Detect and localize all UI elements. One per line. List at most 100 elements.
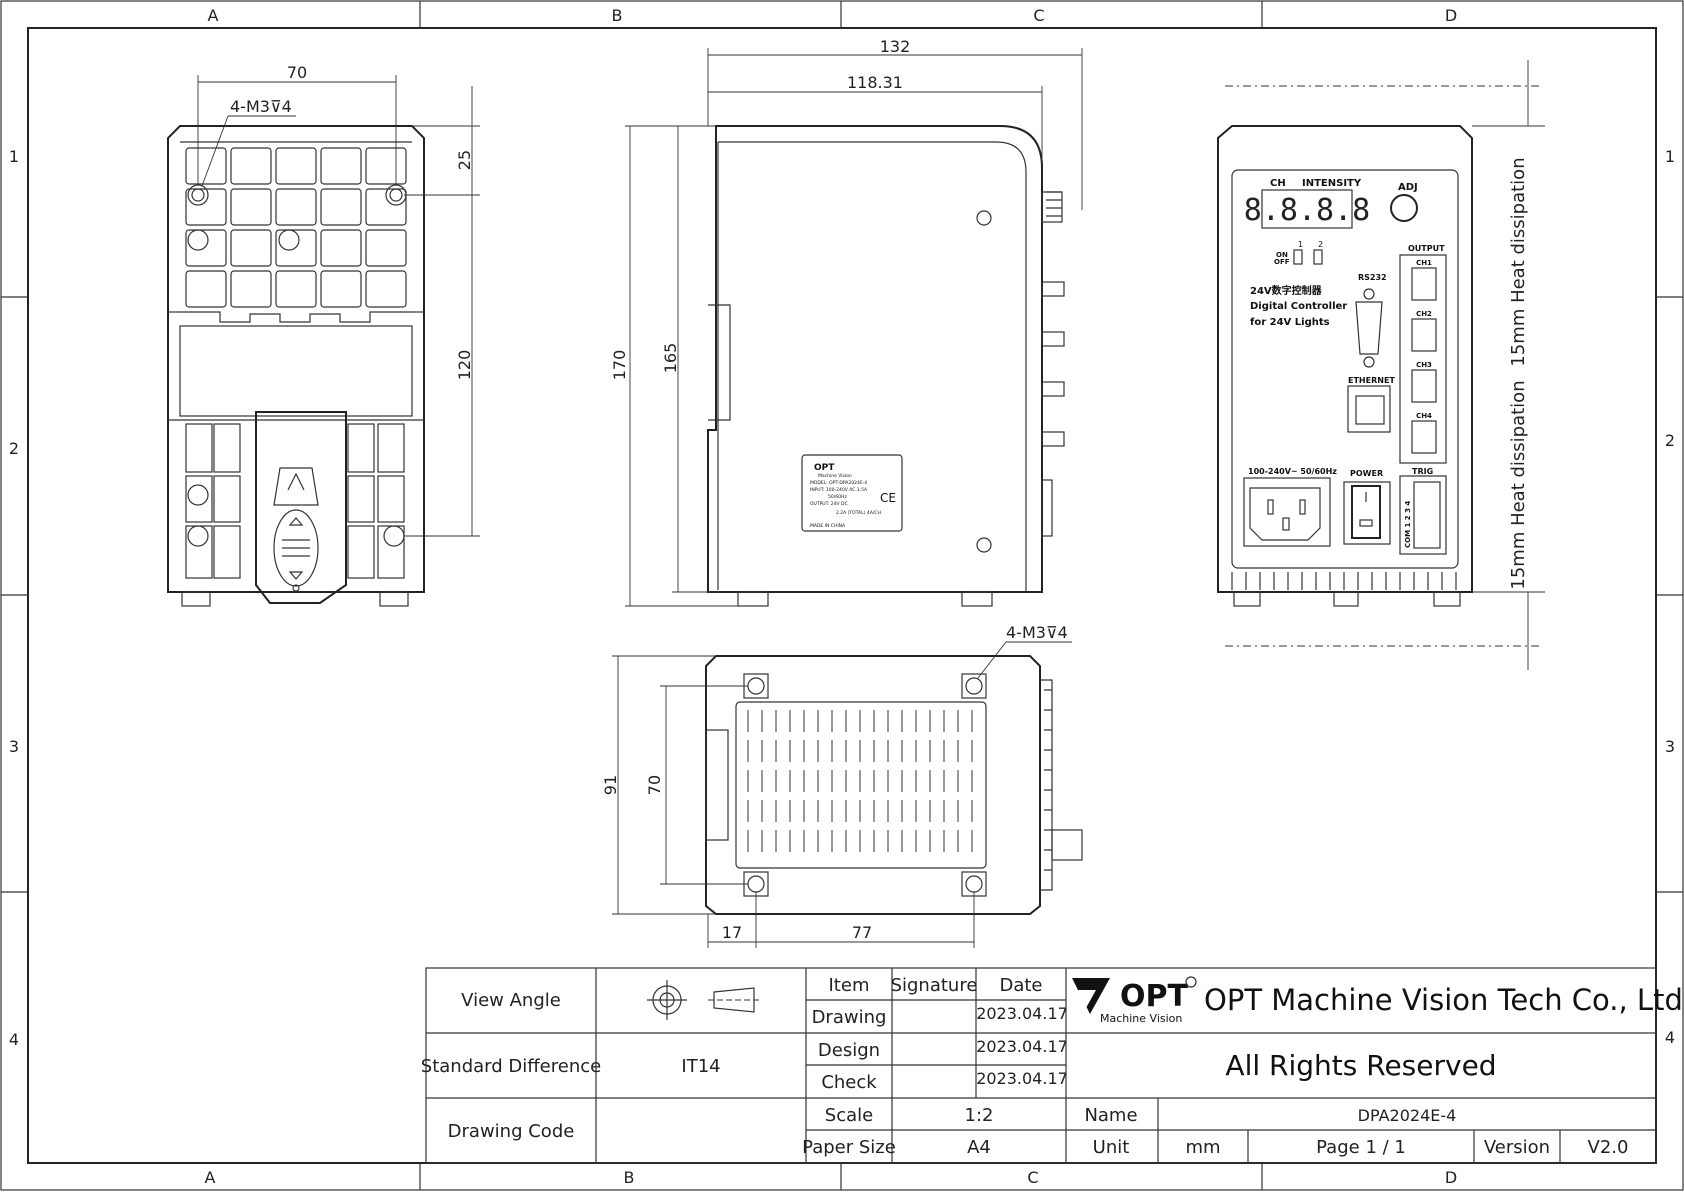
plate-brand: OPT xyxy=(814,463,835,473)
rear-lower-grid xyxy=(185,423,405,579)
panel-power-label: POWER xyxy=(1350,469,1383,478)
tb-name-value: DPA2024E-4 xyxy=(1358,1106,1457,1125)
tb-paper-size-value: A4 xyxy=(967,1137,991,1158)
tb-scale-value: 1:2 xyxy=(965,1105,994,1126)
plate-current: 2.2A (TOTAL) 4A/CH xyxy=(836,510,881,516)
company-name: OPT Machine Vision Tech Co., Ltd. xyxy=(1204,983,1684,1017)
dim-rear-120: 120 xyxy=(455,350,474,381)
zone-right-4: 4 xyxy=(1665,1028,1675,1047)
dim-rear-70: 70 xyxy=(287,63,307,82)
bottom-view: 91 70 17 77 4-M3⊽4 xyxy=(601,623,1083,948)
zone-left-2: 2 xyxy=(9,439,19,458)
tb-unit-value: mm xyxy=(1185,1137,1220,1158)
power-switch xyxy=(1351,485,1381,539)
panel-off-label: OFF xyxy=(1274,258,1290,266)
zone-bottom-c: C xyxy=(1027,1168,1038,1187)
dim-bottom-17: 17 xyxy=(722,923,742,942)
switch-2-label: 2 xyxy=(1318,240,1323,249)
panel-desc-cn: 24V数字控制器 xyxy=(1250,284,1323,297)
heat-dissipation-top: 15mm Heat dissipation xyxy=(1508,157,1529,366)
tb-page-value: Page 1 / 1 xyxy=(1316,1137,1406,1158)
dim-side-170: 170 xyxy=(610,350,629,381)
dim-bottom-70: 70 xyxy=(645,775,664,795)
tb-name-label: Name xyxy=(1084,1105,1137,1126)
product-label-plate: OPT Machine Vision MODEL: OPT-DPA2024E-4… xyxy=(801,454,903,532)
tb-drawing-code-label: Drawing Code xyxy=(448,1121,575,1142)
zone-bottom-a: A xyxy=(205,1168,216,1187)
plate-model: MODEL: OPT-DPA2024E-4 xyxy=(810,480,867,486)
rs232-port xyxy=(1355,301,1383,355)
opt-logo: OPT Machine Vision xyxy=(1072,976,1197,1025)
front-panel-view: CH INTENSITY 8.8.8.8 ADJ ON OFF 1 2 24V数… xyxy=(1217,60,1545,670)
zone-right-2: 2 xyxy=(1665,431,1675,450)
dim-bottom-77: 77 xyxy=(852,923,872,942)
zone-bottom-b: B xyxy=(624,1168,635,1187)
ch2-connector xyxy=(1411,318,1437,352)
zone-right-1: 1 xyxy=(1665,147,1675,166)
tb-check-label: Check xyxy=(821,1072,877,1093)
tb-paper-size-label: Paper Size xyxy=(802,1137,896,1158)
plate-ce: CE xyxy=(880,491,896,505)
vent-slots xyxy=(747,710,973,852)
ch1-connector xyxy=(1411,267,1437,301)
intensity-display xyxy=(1261,189,1353,229)
panel-intensity-label: INTENSITY xyxy=(1302,178,1362,189)
dim-bottom-91: 91 xyxy=(601,775,620,795)
side-view: OPT Machine Vision MODEL: OPT-DPA2024E-4… xyxy=(610,37,1083,607)
rear-view: 70 4-M3⊽4 25 120 xyxy=(167,63,480,607)
panel-ch4-label: CH4 xyxy=(1416,412,1432,420)
zone-top-d: D xyxy=(1445,6,1457,25)
tb-signature-header: Signature xyxy=(891,975,978,996)
dim-side-132: 132 xyxy=(880,37,911,56)
logo-tagline: Machine Vision xyxy=(1100,1012,1182,1025)
adj-knob xyxy=(1390,194,1418,222)
zone-top-c: C xyxy=(1033,6,1044,25)
heat-dissipation-bottom: 15mm Heat dissipation xyxy=(1508,380,1529,589)
dim-side-118: 118.31 xyxy=(847,73,903,92)
panel-trig-pins: COM 1 2 3 4 xyxy=(1404,501,1412,548)
zone-top-b: B xyxy=(612,6,623,25)
dim-side-165: 165 xyxy=(661,343,680,374)
title-block: View Angle Standard Difference IT14 Draw… xyxy=(421,967,1684,1164)
switch-1-label: 1 xyxy=(1298,240,1303,249)
ch3-connector xyxy=(1411,369,1437,403)
zone-right-3: 3 xyxy=(1665,737,1675,756)
ch4-connector xyxy=(1411,420,1437,454)
panel-desc-en1: Digital Controller xyxy=(1250,301,1347,312)
panel-ch2-label: CH2 xyxy=(1416,310,1432,318)
panel-rs232-label: RS232 xyxy=(1358,273,1387,282)
plate-input: INPUT: 100-240V AC 1.5A xyxy=(810,487,868,493)
first-angle-projection-icon xyxy=(647,980,760,1020)
tb-drawing-date: 2023.04.17 xyxy=(976,1004,1068,1023)
zone-bottom-d: D xyxy=(1445,1168,1457,1187)
dim-rear-25: 25 xyxy=(455,150,474,170)
din-rail-clip xyxy=(255,411,347,604)
rights-notice: All Rights Reserved xyxy=(1225,1049,1496,1082)
plate-output: OUTPUT: 24V DC xyxy=(810,501,848,507)
callout-bottom-m3: 4-M3⊽4 xyxy=(1006,623,1068,642)
panel-adj-label: ADJ xyxy=(1398,182,1418,193)
tb-item-header: Item xyxy=(829,975,870,996)
tb-std-diff-value: IT14 xyxy=(681,1056,720,1077)
callout-rear-m3: 4-M3⊽4 xyxy=(230,97,292,116)
zone-left-4: 4 xyxy=(9,1030,19,1049)
tb-unit-label: Unit xyxy=(1093,1137,1130,1158)
logo-wordmark: OPT xyxy=(1120,979,1188,1014)
plate-freq: 50/60Hz xyxy=(828,494,847,500)
zone-left-1: 1 xyxy=(9,147,19,166)
trig-terminal xyxy=(1413,481,1441,549)
panel-ch3-label: CH3 xyxy=(1416,361,1432,369)
zone-left-3: 3 xyxy=(9,737,19,756)
ethernet-port xyxy=(1347,385,1391,433)
zone-top-a: A xyxy=(208,6,219,25)
panel-on-label: ON xyxy=(1276,251,1288,259)
tb-check-date: 2023.04.17 xyxy=(976,1069,1068,1088)
tb-version-value: V2.0 xyxy=(1588,1137,1629,1158)
vent-grid-area xyxy=(735,701,987,869)
tb-drawing-label: Drawing xyxy=(812,1007,887,1028)
iec-inlet xyxy=(1249,487,1321,541)
display-digits: 8.8.8.8 xyxy=(1244,193,1370,228)
tb-design-date: 2023.04.17 xyxy=(976,1037,1068,1056)
plate-subbrand: Machine Vision xyxy=(818,473,852,479)
